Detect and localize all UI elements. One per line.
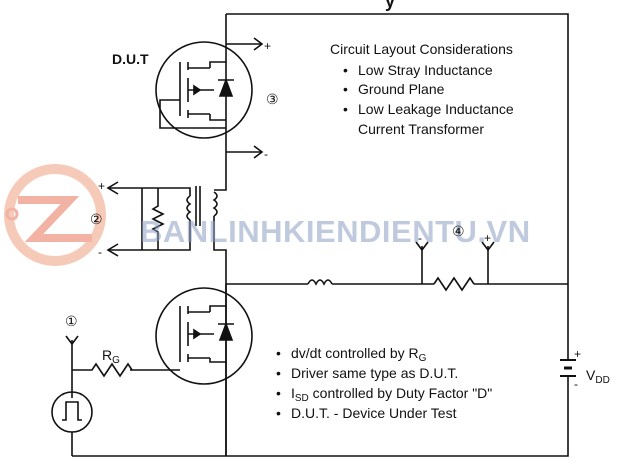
- dut-mosfet-body: [155, 41, 253, 139]
- watermark-text: BANLINHKIENDIENTU.VN: [140, 214, 531, 249]
- driver-mosfet-body: [155, 287, 253, 385]
- plus-sign: +: [98, 179, 105, 193]
- layout-item: Low Stray Inductance: [358, 62, 493, 78]
- layout-item: Low Leakage Inductance: [358, 101, 514, 117]
- layout-bullet: •: [343, 62, 348, 78]
- marker-3: ③: [266, 91, 279, 107]
- layout-item: Ground Plane: [358, 81, 445, 97]
- minus-sign: -: [418, 231, 422, 245]
- minus-sign: -: [264, 147, 268, 161]
- note-bullet: •: [276, 405, 281, 421]
- note-item: D.U.T. - Device Under Test: [291, 405, 457, 421]
- note-item: ISD controlled by Duty Factor "D": [291, 385, 492, 404]
- layout-bullet: •: [343, 81, 348, 97]
- note-item: dv/dt controlled by RG: [291, 345, 427, 364]
- layout-item: Current Transformer: [358, 121, 484, 137]
- supply-label: VDD: [586, 367, 610, 386]
- marker-2: ②: [90, 211, 103, 227]
- marker-1: ①: [65, 313, 78, 329]
- note-bullet: •: [276, 365, 281, 381]
- bottom-rail: [72, 392, 569, 457]
- note-bullet: •: [276, 385, 281, 401]
- dut-label: D.U.T: [112, 51, 149, 67]
- minus-sign: -: [98, 245, 102, 259]
- marker-4: ④: [452, 223, 465, 239]
- title-fragment: y: [385, 0, 395, 11]
- plus-sign: +: [484, 231, 491, 245]
- note-bullet: •: [276, 345, 281, 361]
- layout-heading: Circuit Layout Considerations: [330, 41, 513, 57]
- note-item: Driver same type as D.U.T.: [291, 365, 458, 381]
- plus-sign: +: [574, 347, 581, 361]
- minus-sign: -: [574, 377, 578, 391]
- layout-bullet: •: [343, 101, 348, 117]
- resistor-label: RG: [102, 347, 120, 366]
- plus-sign: +: [264, 39, 271, 53]
- top-rail: [226, 13, 569, 350]
- watermark-logo: [4, 164, 106, 266]
